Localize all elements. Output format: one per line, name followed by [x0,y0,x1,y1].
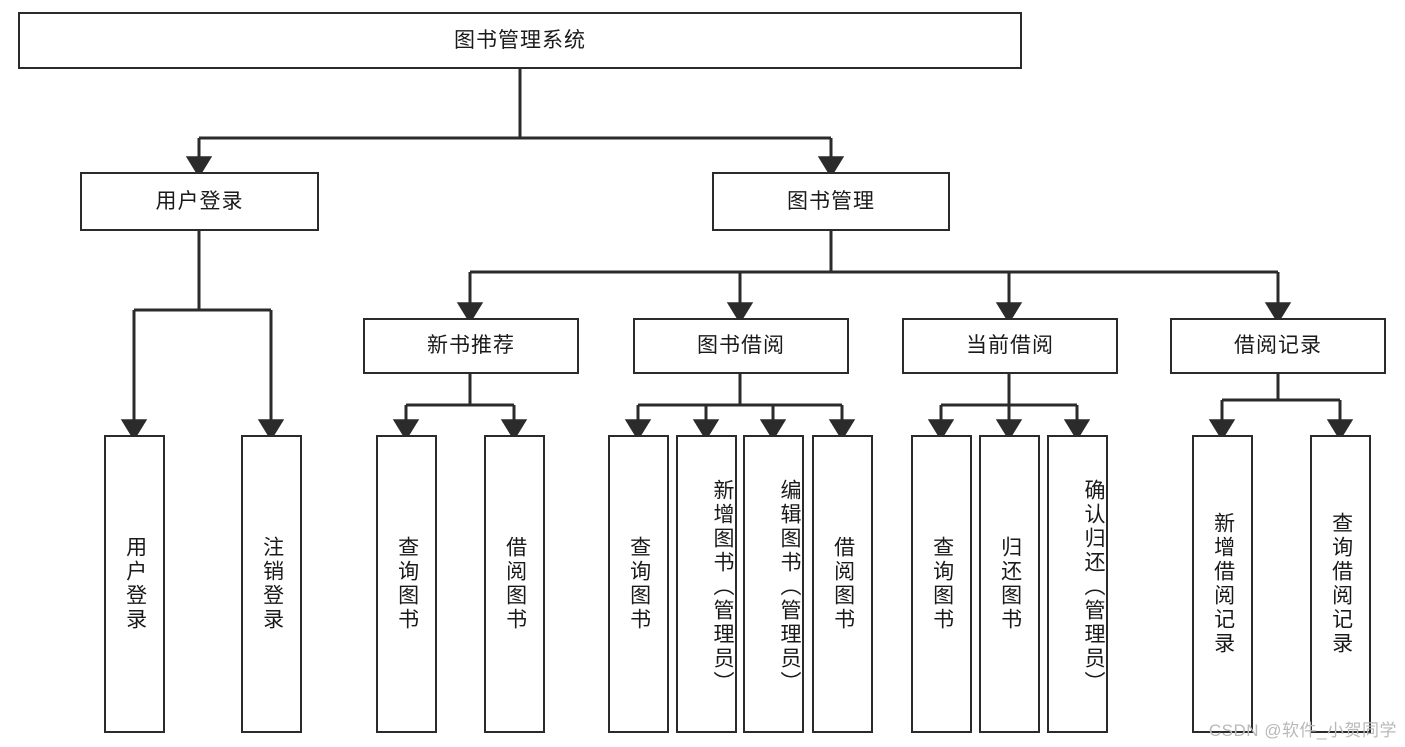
node-label: 新书推荐 [427,334,515,358]
node-label: 查询图书 [627,536,651,632]
node-leaf-query-book-current[interactable]: 查询图书 [911,435,972,733]
node-leaf-edit-book[interactable]: 编辑图书（管理员） [743,435,804,733]
node-current-borrow[interactable]: 当前借阅 [902,318,1118,374]
node-label: 新增图书（管理员） [711,479,734,695]
node-label: 查询借阅记录 [1329,512,1353,656]
node-label: 当前借阅 [966,334,1054,358]
watermark-text: CSDN @软件_小贺同学 [1208,721,1397,740]
node-label: 借阅记录 [1234,334,1322,358]
node-leaf-query-borrow-record[interactable]: 查询借阅记录 [1310,435,1371,733]
node-leaf-confirm-return[interactable]: 确认归还（管理员） [1047,435,1108,733]
node-label: 用户登录 [155,189,244,213]
node-leaf-borrow-book-recommend[interactable]: 借阅图书 [484,435,545,733]
node-book-borrow[interactable]: 图书借阅 [633,318,849,374]
node-label: 查询图书 [930,536,954,632]
node-leaf-query-book-borrow[interactable]: 查询图书 [608,435,669,733]
node-leaf-borrow-book[interactable]: 借阅图书 [812,435,873,733]
node-user-login[interactable]: 用户登录 [80,172,319,231]
node-borrow-record[interactable]: 借阅记录 [1170,318,1386,374]
node-leaf-add-borrow-record[interactable]: 新增借阅记录 [1192,435,1253,733]
node-label: 归还图书 [998,536,1022,632]
node-root-system[interactable]: 图书管理系统 [18,12,1022,69]
node-leaf-user-logout[interactable]: 注销登录 [241,435,302,733]
node-leaf-user-login[interactable]: 用户登录 [104,435,165,733]
node-label: 图书管理系统 [454,28,586,52]
node-label: 图书管理 [787,189,875,213]
node-leaf-add-book[interactable]: 新增图书（管理员） [676,435,737,733]
node-label: 借阅图书 [503,536,527,632]
node-label: 用户登录 [123,536,147,632]
node-label: 查询图书 [395,536,419,632]
node-label: 编辑图书（管理员） [778,479,801,695]
node-new-book-recommend[interactable]: 新书推荐 [363,318,579,374]
node-label: 新增借阅记录 [1211,512,1235,656]
node-label: 借阅图书 [831,536,855,632]
node-book-management[interactable]: 图书管理 [712,172,950,231]
node-label: 注销登录 [260,536,284,632]
node-label: 图书借阅 [697,334,785,358]
node-leaf-return-book[interactable]: 归还图书 [979,435,1040,733]
node-label: 确认归还（管理员） [1082,479,1105,695]
node-leaf-query-book-recommend[interactable]: 查询图书 [376,435,437,733]
